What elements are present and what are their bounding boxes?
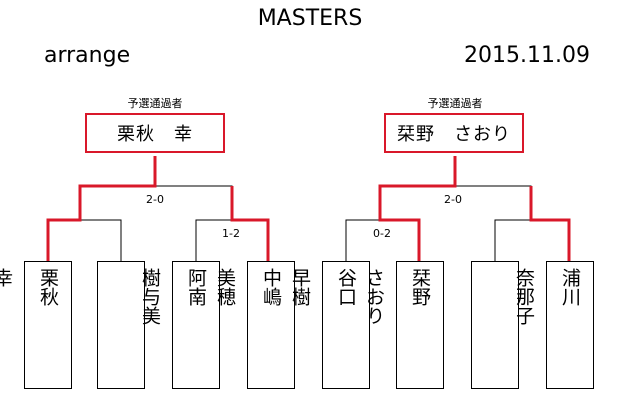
player-name: 阿南 樹与美 [139, 268, 207, 325]
left-semi-score: 1-2 [222, 227, 240, 240]
right-semi2-winner-path [529, 186, 571, 261]
left-winner-box: 栗秋 幸 [85, 113, 225, 153]
player-name: 谷口 早樹 [289, 268, 357, 306]
event-date: 2015.11.09 [464, 43, 590, 68]
left-semi1-frame [47, 219, 122, 261]
right-qualifier-label: 予選通過者 [427, 97, 483, 110]
right-winner-path [378, 156, 457, 261]
player-box: 栗秋 幸 [0, 261, 72, 389]
left-qualifier-label: 予選通過者 [127, 97, 183, 110]
left-winner-path [46, 156, 157, 261]
player-name: 中嶋 美穂 [214, 268, 282, 306]
subtitle-arrange: arrange [44, 43, 131, 68]
player-name: 浦川 奈那子 [513, 268, 581, 325]
right-semi-score: 0-2 [373, 227, 391, 240]
player-box: 中嶋 美穂 [214, 261, 295, 389]
player-box [97, 261, 145, 389]
player-box: 栞野 さおり [363, 261, 444, 389]
right-final-score: 2-0 [444, 193, 462, 206]
player-name: 栞野 さおり [363, 268, 431, 325]
player-box [471, 261, 519, 389]
left-final-score: 2-0 [146, 193, 164, 206]
page-title: MASTERS [257, 6, 363, 31]
player-box: 阿南 樹与美 [139, 261, 220, 389]
right-winner-box: 栞野 さおり [384, 113, 524, 153]
player-box: 谷口 早樹 [289, 261, 370, 389]
player-name: 栗秋 幸 [0, 268, 59, 306]
left-semi2-winner-path [230, 186, 270, 261]
right-semi2-frame [494, 219, 570, 261]
player-box: 浦川 奈那子 [513, 261, 594, 389]
